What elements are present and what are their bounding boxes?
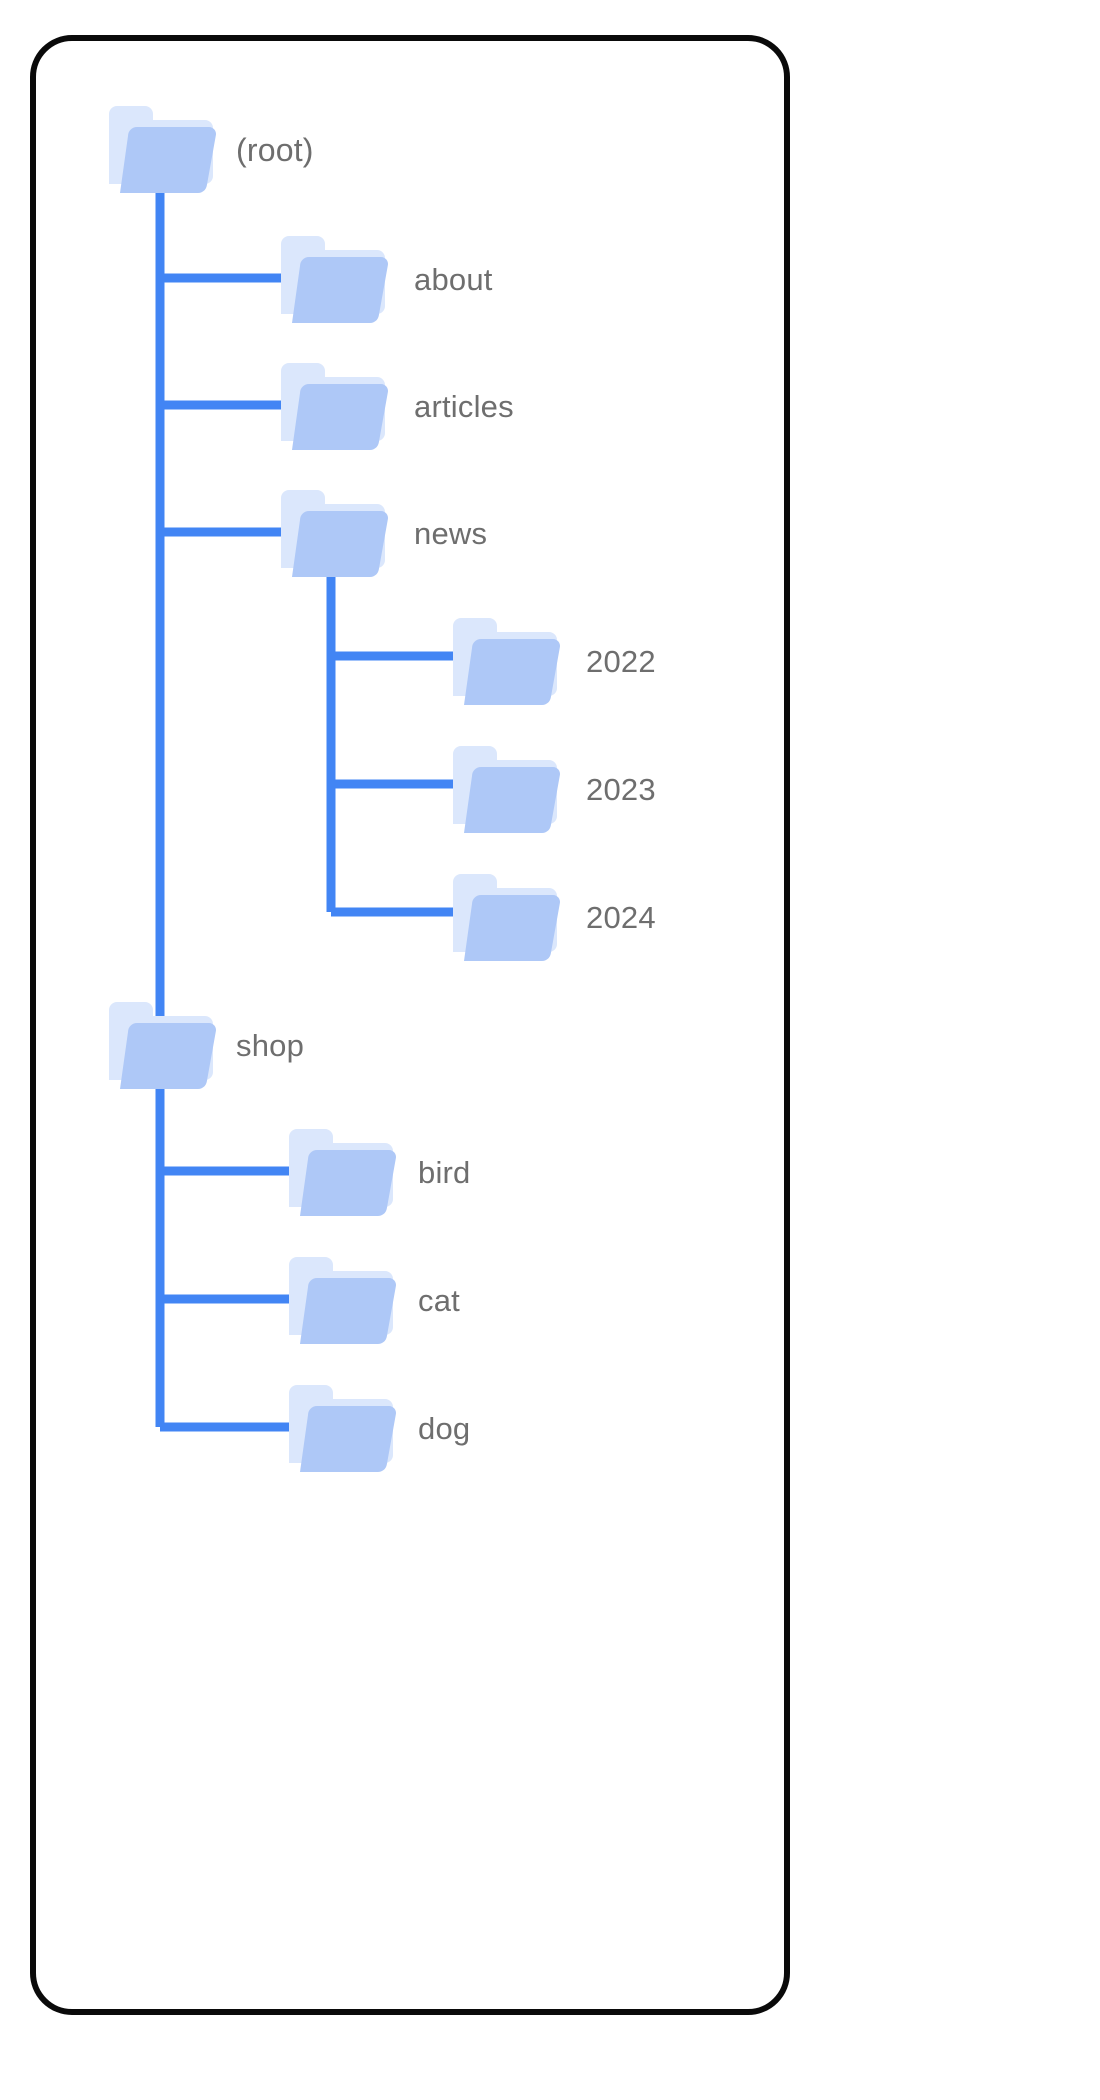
node-label: articles [414,389,514,424]
folder-icon [281,236,388,323]
folder-icon [109,1002,216,1089]
node-label: 2022 [586,644,656,679]
node-label: about [414,262,493,297]
folder-icon [453,746,560,833]
folder-icon [281,490,388,577]
node-label: shop [236,1028,305,1063]
node-label: bird [418,1155,471,1190]
node-label: dog [418,1411,471,1446]
node-label: 2023 [586,772,656,807]
folder-icon [453,618,560,705]
node-label: cat [418,1283,460,1318]
folder-icon [289,1257,396,1344]
node-label: news [414,516,488,551]
folder-icon [289,1385,396,1472]
folder-icon [109,106,216,193]
folder-icon [281,363,388,450]
node-label: 2024 [586,900,656,935]
node-label: (root) [236,132,314,168]
folder-icon [289,1129,396,1216]
folder-icon [453,874,560,961]
